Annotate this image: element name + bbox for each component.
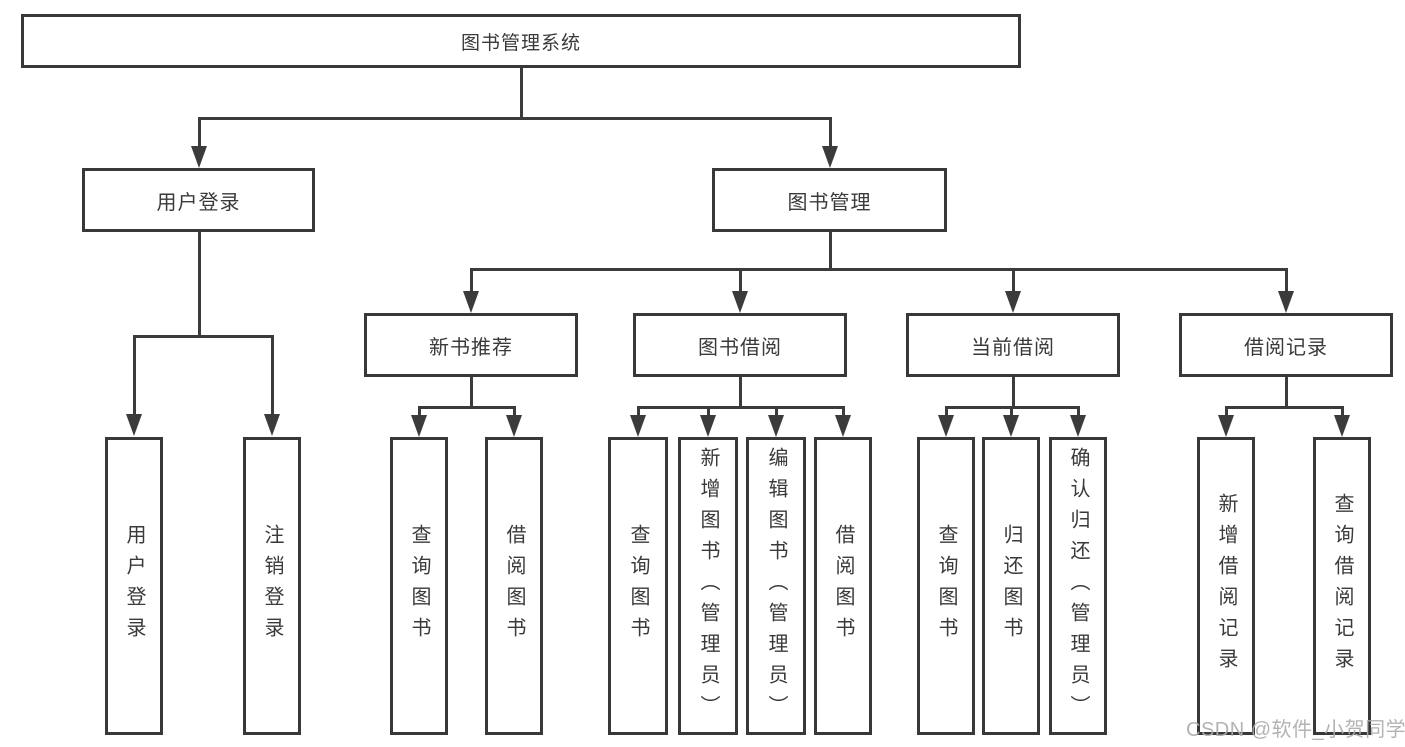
arrowhead-down-icon [264,414,280,436]
connector-line [417,406,421,417]
arrowhead-down-icon [191,146,207,168]
arrowhead-down-icon [411,415,427,437]
connector-line [1076,406,1080,417]
connector-line [132,335,136,416]
node-root-label: 图书管理系统 [460,32,581,54]
leaf-add-borrow-record: 新增借阅记录 [1197,437,1255,735]
arrowhead-down-icon [1218,415,1234,437]
connector-line [1224,406,1228,417]
leaf-query-book-2: 查询图书 [608,437,668,735]
connector-line [636,406,845,409]
connector-line [1340,406,1344,417]
node-user-login-label: 用户登录 [156,191,241,214]
connector-line [841,406,845,417]
connector-line [1284,377,1288,407]
arrowhead-down-icon [126,414,142,436]
leaf-query-book-1-label: 查询图书 [408,524,430,648]
node-root: 图书管理系统 [21,14,1021,68]
connector-line [1011,268,1015,293]
connector-line [197,117,832,120]
connector-line [469,268,1288,271]
arrowhead-down-icon [700,415,716,437]
connector-line [197,232,201,336]
connector-line [944,406,948,417]
csdn-watermark: CSDN @软件_小贺同学 [1186,719,1405,741]
leaf-return-book-label: 归还图书 [1000,524,1022,648]
leaf-user-login-label: 用户登录 [123,524,145,648]
connector-line [469,268,473,293]
connector-line [519,68,523,118]
leaf-add-borrow-record-label: 新增借阅记录 [1215,493,1237,679]
leaf-query-book-1: 查询图书 [390,437,448,735]
node-book-management-label: 图书管理 [787,191,872,214]
node-current-borrow-label: 当前借阅 [971,336,1055,359]
connector-line [774,406,778,417]
connector-line [828,118,832,148]
connector-line [512,406,516,417]
node-borrow-records-label: 借阅记录 [1244,336,1328,359]
node-current-borrow: 当前借阅 [906,313,1120,377]
leaf-return-book: 归还图书 [982,437,1040,735]
node-book-management: 图书管理 [712,168,947,232]
connector-line [270,335,274,416]
leaf-logout-label: 注销登录 [261,524,283,648]
arrowhead-down-icon [1070,415,1086,437]
arrowhead-down-icon [732,291,748,313]
arrowhead-down-icon [630,415,646,437]
arrowhead-down-icon [1003,415,1019,437]
leaf-edit-book-admin: 编辑图书（管理员） [746,437,806,735]
node-new-book-recommend: 新书推荐 [364,313,578,377]
connector-line [132,335,274,338]
node-book-borrow-label: 图书借阅 [698,336,782,359]
arrowhead-down-icon [835,415,851,437]
leaf-edit-book-admin-label: 编辑图书（管理员） [765,446,787,726]
connector-line [1284,268,1288,293]
node-new-book-recommend-label: 新书推荐 [429,336,513,359]
leaf-confirm-return-admin-label: 确认归还（管理员） [1067,446,1089,726]
leaf-query-borrow-record: 查询借阅记录 [1313,437,1371,735]
arrowhead-down-icon [938,415,954,437]
leaf-query-borrow-record-label: 查询借阅记录 [1331,493,1353,679]
leaf-add-book-admin-label: 新增图书（管理员） [697,446,719,726]
node-user-login: 用户登录 [82,168,315,232]
arrowhead-down-icon [506,415,522,437]
connector-line [469,377,473,407]
connector-line [1009,406,1013,417]
connector-line [828,232,832,269]
arrowhead-down-icon [1334,415,1350,437]
arrowhead-down-icon [822,146,838,168]
node-borrow-records: 借阅记录 [1179,313,1393,377]
leaf-borrow-book-2: 借阅图书 [814,437,872,735]
leaf-confirm-return-admin: 确认归还（管理员） [1049,437,1107,735]
leaf-query-book-3: 查询图书 [917,437,975,735]
node-book-borrow: 图书借阅 [633,313,847,377]
leaf-add-book-admin: 新增图书（管理员） [678,437,738,735]
connector-line [1011,377,1015,407]
arrowhead-down-icon [463,291,479,313]
leaf-borrow-book-1-label: 借阅图书 [503,524,525,648]
connector-line [706,406,710,417]
leaf-query-book-3-label: 查询图书 [935,524,957,648]
arrowhead-down-icon [1005,291,1021,313]
connector-line [738,377,742,407]
leaf-user-login: 用户登录 [105,437,163,735]
connector-line [738,268,742,293]
leaf-borrow-book-2-label: 借阅图书 [832,524,854,648]
arrowhead-down-icon [768,415,784,437]
leaf-logout: 注销登录 [243,437,301,735]
connector-line [197,118,201,148]
arrowhead-down-icon [1278,291,1294,313]
connector-line [1224,406,1344,409]
connector-line [417,406,516,409]
connector-line [636,406,640,417]
leaf-query-book-2-label: 查询图书 [627,524,649,648]
leaf-borrow-book-1: 借阅图书 [485,437,543,735]
